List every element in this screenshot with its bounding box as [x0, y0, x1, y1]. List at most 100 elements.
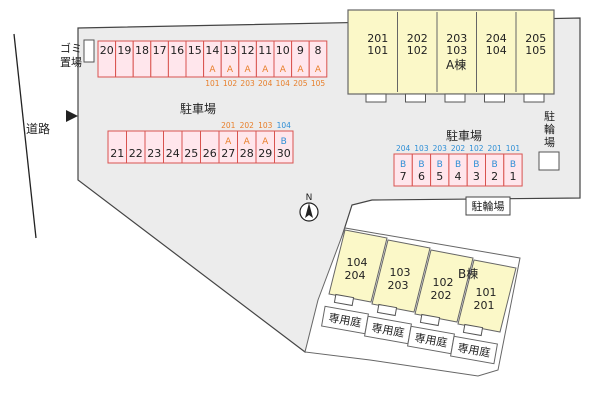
unit-number: 202 — [407, 32, 428, 45]
building-b-unit — [328, 229, 388, 303]
parking-space — [503, 153, 523, 187]
building-b-unit — [457, 259, 517, 333]
assigned-unit: 103 — [258, 121, 273, 130]
assigned-unit: 101 — [506, 144, 521, 153]
parking-number: 30 — [277, 147, 291, 160]
bike-parking-box — [538, 151, 560, 171]
unit-number: 203 — [388, 279, 409, 292]
parking-marker: B — [437, 160, 443, 170]
private-garden-label: 専用庭 — [328, 310, 363, 330]
unit-number: 103 — [390, 266, 411, 279]
private-garden-label: 専用庭 — [457, 340, 492, 360]
entrance-box — [484, 93, 505, 103]
parking-marker: A — [315, 65, 322, 75]
garbage-area-label: ゴミ置場 — [60, 41, 82, 69]
unit-number: 103 — [446, 44, 467, 57]
parking-marker: A — [280, 65, 287, 75]
unit-number: 105 — [525, 44, 546, 57]
assigned-unit: 205 — [293, 79, 308, 88]
private-garden-label: 専用庭 — [371, 320, 406, 340]
unit-number: 104 — [486, 44, 507, 57]
parking-label-main: 駐車場 — [180, 101, 216, 116]
entrance-box — [419, 313, 441, 327]
parking-number: 13 — [223, 44, 237, 57]
unit-number: 101 — [476, 286, 497, 299]
parking-number: 9 — [297, 44, 304, 57]
bike-parking-label-small: 駐輪場 — [544, 109, 555, 149]
unit-number: 201 — [367, 32, 388, 45]
building-b-unit — [414, 249, 474, 323]
parking-marker: B — [473, 160, 479, 170]
parking-number: 12 — [241, 44, 255, 57]
parking-number: 16 — [170, 44, 184, 57]
parking-number: 1 — [509, 170, 516, 183]
entrance-box — [376, 303, 398, 317]
private-garden-label: 専用庭 — [414, 330, 449, 350]
building-b-unit — [371, 239, 431, 313]
parking-number: 17 — [153, 44, 167, 57]
assigned-unit: 101 — [205, 79, 220, 88]
road-edge-line — [13, 33, 37, 239]
assigned-unit: 104 — [277, 121, 292, 130]
parking-number: 25 — [184, 147, 198, 160]
assigned-unit: 201 — [221, 121, 236, 130]
assigned-unit: 202 — [451, 144, 466, 153]
parking-label-right: 駐車場 — [446, 128, 482, 143]
parking-number: 5 — [436, 170, 443, 183]
unit-number: 201 — [474, 299, 495, 312]
north-label: N — [306, 193, 313, 203]
north-compass-icon — [299, 202, 319, 222]
assigned-unit: 204 — [396, 144, 411, 153]
parking-number: 19 — [117, 44, 131, 57]
unit-number: 205 — [525, 32, 546, 45]
bike-parking-label-center: 駐輪場 — [472, 199, 505, 213]
parking-marker: A — [209, 65, 216, 75]
unit-number: 104 — [347, 256, 368, 269]
parking-marker: A — [262, 137, 269, 147]
assigned-unit: 103 — [414, 144, 429, 153]
assigned-unit: 202 — [240, 121, 255, 130]
parking-number: 27 — [221, 147, 235, 160]
unit-number: 102 — [433, 276, 454, 289]
parking-number: 29 — [258, 147, 272, 160]
parking-marker: A — [244, 137, 251, 147]
assigned-unit: 104 — [276, 79, 291, 88]
parking-number: 18 — [135, 44, 149, 57]
entrance-box — [333, 293, 355, 307]
building-a-label: A棟 — [446, 57, 466, 72]
parking-number: 14 — [205, 44, 219, 57]
road-label: 道路 — [26, 121, 50, 136]
parking-space — [274, 130, 294, 164]
parking-number: 11 — [258, 44, 272, 57]
parking-marker: A — [262, 65, 269, 75]
bike-parking-label-box — [465, 196, 511, 216]
parking-marker: A — [225, 137, 232, 147]
parking-marker: B — [492, 160, 498, 170]
parking-number: 2 — [491, 170, 498, 183]
unit-number: 203 — [446, 32, 467, 45]
assigned-unit: 203 — [433, 144, 448, 153]
parking-number: 3 — [473, 170, 480, 183]
road-arrow-icon — [66, 110, 78, 122]
parking-marker: B — [455, 160, 461, 170]
parking-number: 24 — [166, 147, 180, 160]
parking-number: 23 — [147, 147, 161, 160]
assigned-unit: 204 — [258, 79, 273, 88]
parking-number: 21 — [110, 147, 124, 160]
assigned-unit: 102 — [469, 144, 484, 153]
unit-number: 204 — [345, 269, 366, 282]
assigned-unit: 201 — [487, 144, 502, 153]
parking-number: 22 — [129, 147, 143, 160]
entrance-box — [365, 93, 387, 103]
parking-marker: B — [281, 137, 287, 147]
entrance-box — [523, 93, 545, 103]
unit-number: 101 — [367, 44, 388, 57]
parking-number: 20 — [100, 44, 114, 57]
garbage-area-box — [83, 39, 95, 63]
unit-number: 204 — [486, 32, 507, 45]
